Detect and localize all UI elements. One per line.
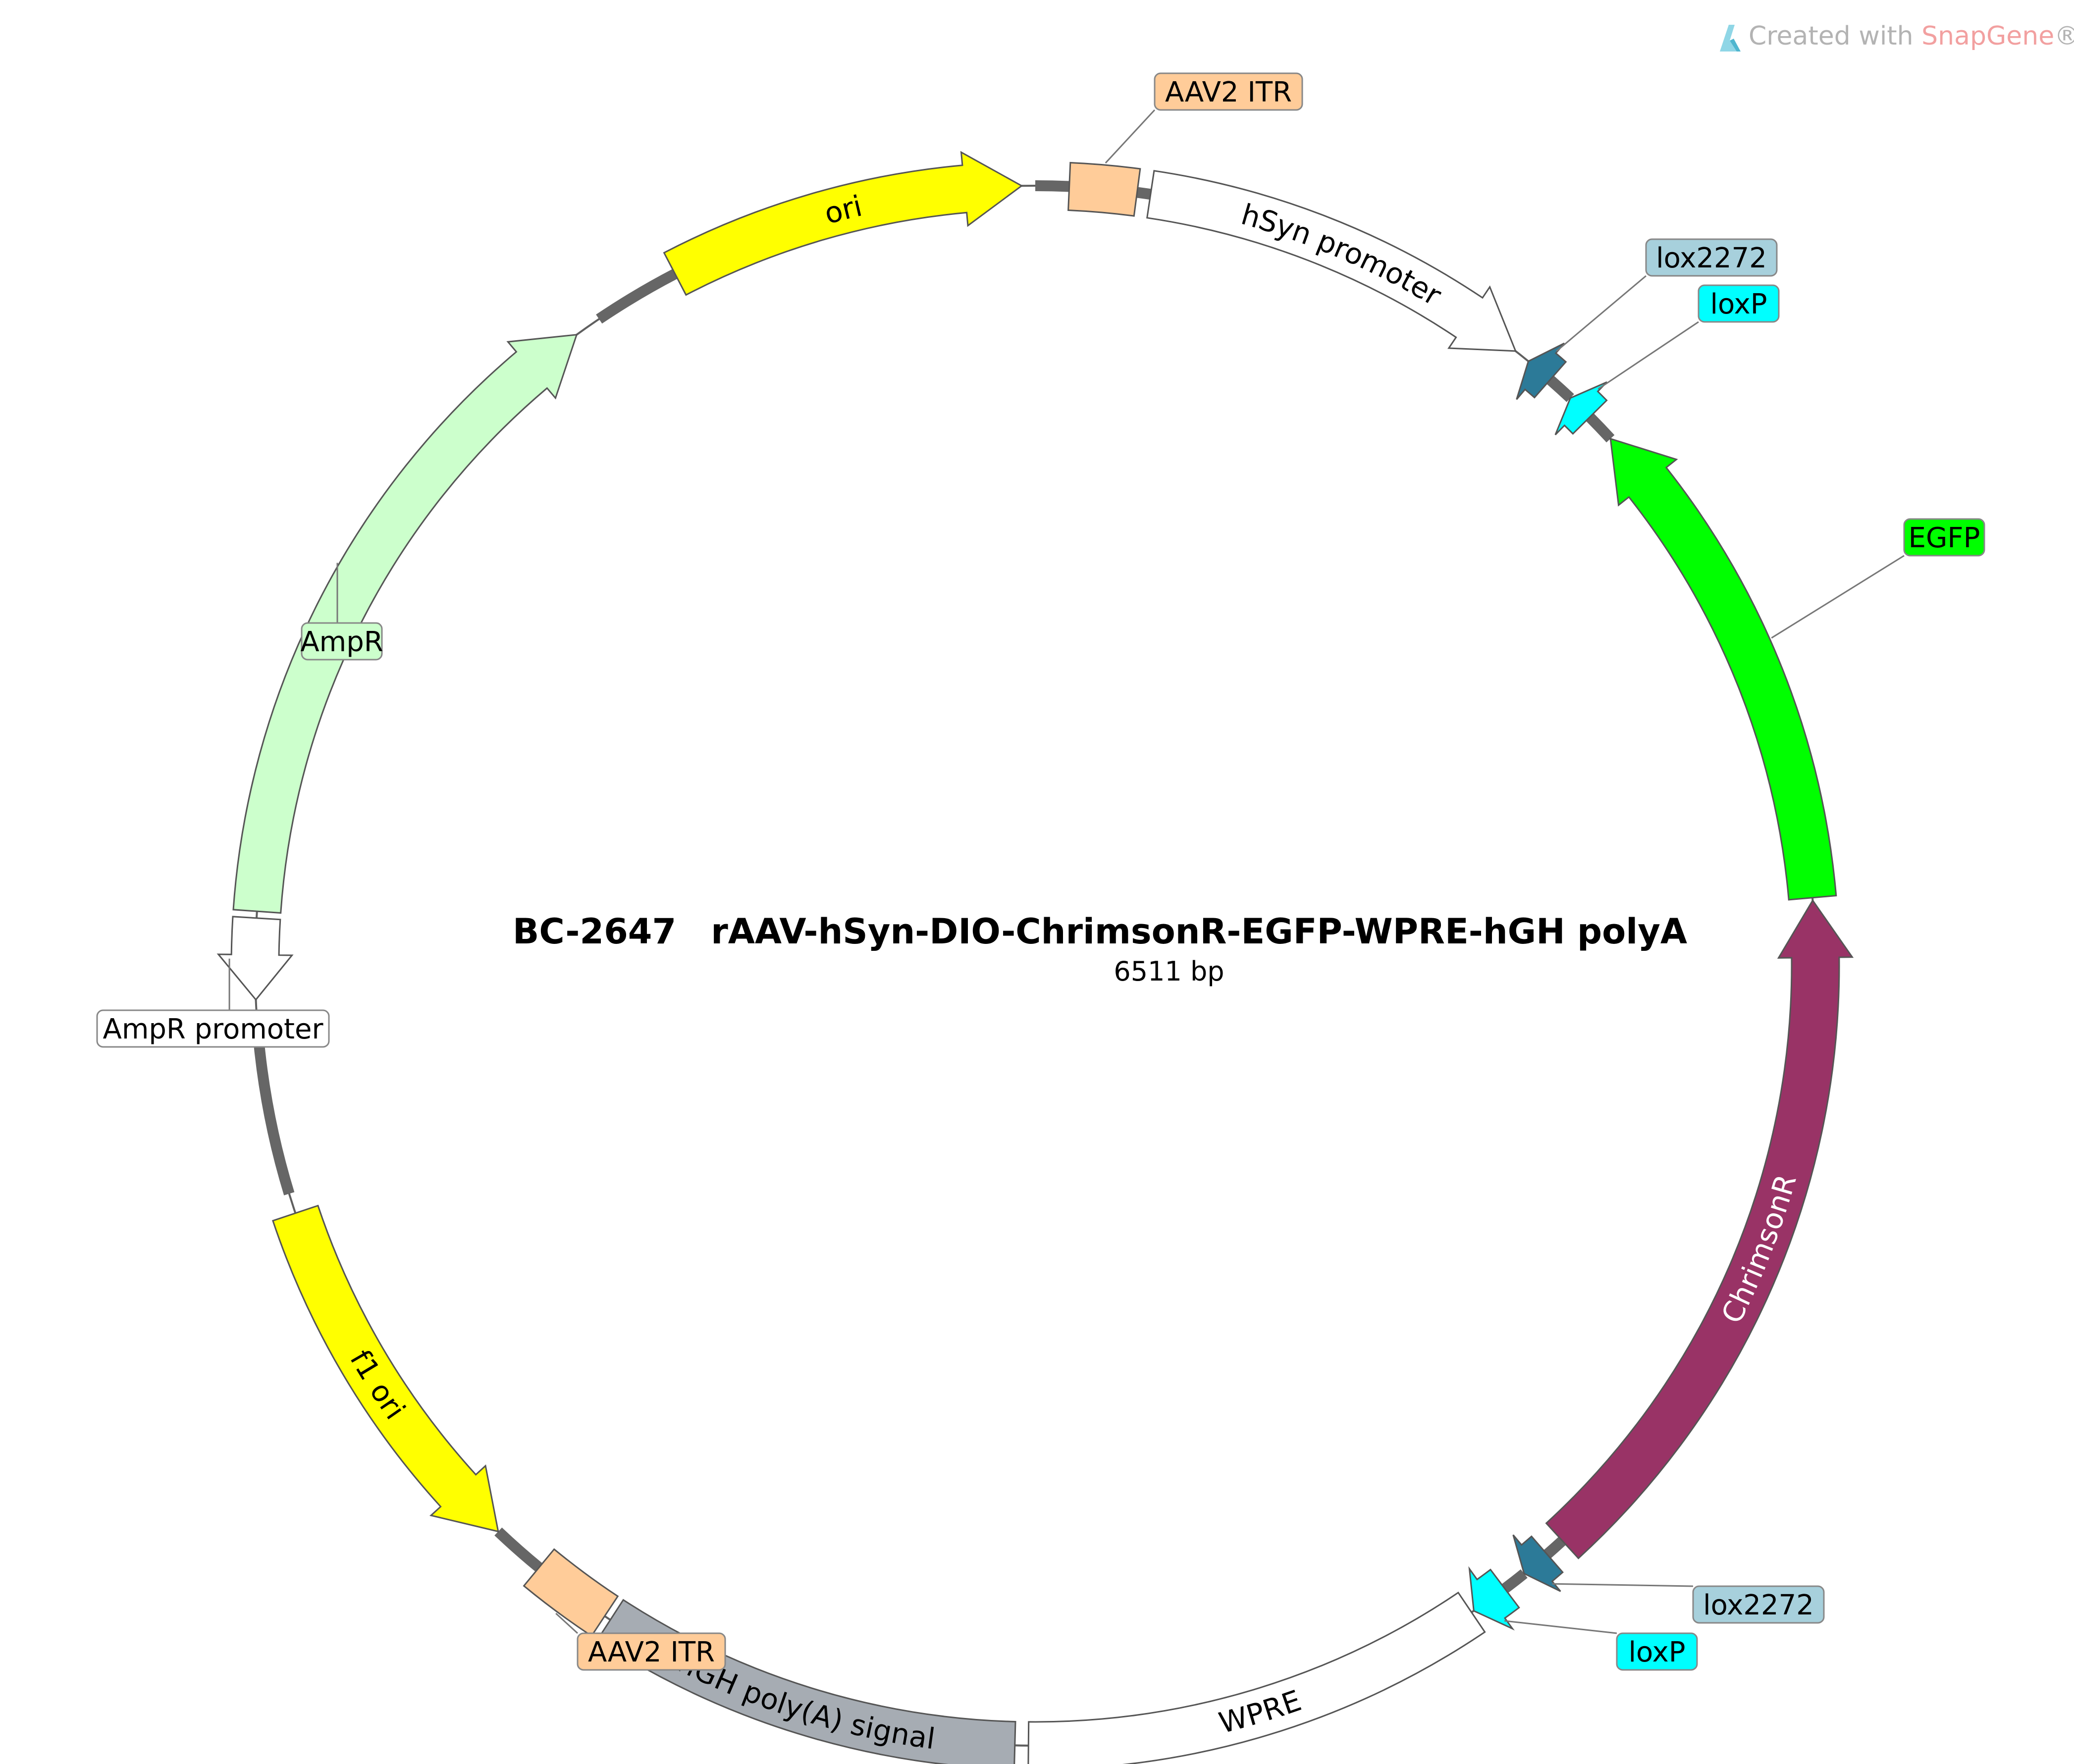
- feature-ampr[interactable]: [232, 334, 578, 914]
- backbone-spacer-segment: [253, 1033, 295, 1195]
- callout-leader-loxp-top: [1597, 321, 1699, 390]
- watermark-prefix: Created with: [1749, 21, 1921, 51]
- callout-lox2272-bottom[interactable]: lox2272: [1692, 1585, 1825, 1624]
- plasmid-id: BC-2647: [513, 911, 676, 952]
- callout-ampr-promoter-box: [96, 1009, 330, 1048]
- callout-loxp-top-box: [1698, 284, 1780, 323]
- callout-leader-egfp: [1771, 555, 1905, 639]
- callout-lox2272-top[interactable]: lox2272: [1645, 238, 1778, 277]
- feature-aav2-itr-bottom-shape[interactable]: [523, 1548, 619, 1637]
- callout-loxp-top-label: loxP: [1710, 288, 1767, 320]
- backbone-spacer-segment: [596, 269, 678, 324]
- feature-egfp[interactable]: [1609, 437, 1837, 901]
- callout-egfp[interactable]: EGFP: [1903, 518, 1985, 557]
- feature-lox2272-top-shape[interactable]: [1516, 342, 1567, 400]
- feature-ampr-promoter[interactable]: [216, 916, 294, 1001]
- callout-aav2-itr-top-label: AAV2 ITR: [1165, 76, 1292, 108]
- feature-loxp-top[interactable]: [1554, 381, 1608, 435]
- callout-ampr-label: AmpR: [300, 626, 383, 658]
- feature-wpre-shape[interactable]: [1027, 1591, 1486, 1764]
- callout-leader-lox2272-bottom: [1552, 1583, 1694, 1587]
- callout-lox2272-bottom-box: [1692, 1585, 1825, 1624]
- callout-loxp-bottom[interactable]: loxP: [1616, 1632, 1698, 1671]
- callout-ampr[interactable]: AmpR: [300, 622, 383, 661]
- feature-loxp-bottom[interactable]: [1468, 1566, 1520, 1631]
- feature-lox2272-bottom-shape[interactable]: [1512, 1534, 1564, 1592]
- callout-aav2-itr-top-box: [1154, 72, 1303, 111]
- feature-ampr-shape[interactable]: [232, 334, 578, 914]
- feature-chrimsonr[interactable]: ChrimsonR: [1545, 899, 1854, 1559]
- feature-hsyn-promoter[interactable]: hSyn promoter: [1146, 170, 1517, 352]
- callout-ampr-promoter-label: AmpR promoter: [103, 1013, 324, 1045]
- plasmid-size: 6511 bp: [1114, 956, 1224, 987]
- callout-loxp-bottom-label: loxP: [1628, 1636, 1685, 1668]
- callout-aav2-itr-bottom-box: [577, 1632, 726, 1671]
- watermark-brand: SnapGene: [1921, 21, 2054, 51]
- feature-chrimsonr-shape[interactable]: [1545, 899, 1854, 1559]
- backbone-spacer-segment: [1586, 413, 1615, 443]
- callout-lox2272-top-box: [1645, 238, 1778, 277]
- snapgene-watermark: Created with SnapGene®: [1720, 21, 2074, 52]
- backbone-spacer-segment: [1546, 375, 1574, 402]
- callout-aav2-itr-bottom-label: AAV2 ITR: [588, 1636, 715, 1668]
- snapgene-logo-icon: [1720, 25, 1741, 52]
- feature-loxp-top-shape[interactable]: [1554, 381, 1608, 435]
- feature-ori-shape[interactable]: [663, 151, 1023, 296]
- feature-hgh-polya-shape[interactable]: [596, 1599, 1016, 1764]
- callout-leader-lox2272-top: [1556, 275, 1647, 352]
- feature-ori[interactable]: ori: [663, 151, 1023, 296]
- feature-aav2-itr-top-shape[interactable]: [1067, 161, 1141, 217]
- callout-loxp-top[interactable]: loxP: [1698, 284, 1780, 323]
- callout-ampr-promoter[interactable]: AmpR promoter: [96, 1009, 330, 1048]
- backbone-spacer-segment: [1136, 187, 1152, 200]
- feature-f1-ori[interactable]: f1 ori: [272, 1204, 499, 1533]
- feature-hgh-polya[interactable]: hGH poly(A) signal: [596, 1599, 1016, 1764]
- callout-leader-aav2-itr-bottom: [555, 1612, 579, 1634]
- feature-lox2272-top[interactable]: [1516, 342, 1567, 400]
- backbone-spacer-segment: [494, 1527, 543, 1572]
- callout-lox2272-top-label: lox2272: [1656, 242, 1767, 274]
- callout-aav2-itr-top[interactable]: AAV2 ITR: [1154, 72, 1303, 111]
- feature-wpre[interactable]: WPRE: [1027, 1591, 1486, 1764]
- feature-egfp-shape[interactable]: [1609, 437, 1837, 901]
- feature-hsyn-promoter-label: hSyn promoter: [1238, 198, 1447, 312]
- plasmid-title: BC-2647 rAAV-hSyn-DIO-ChrimsonR-EGFP-WPRE…: [513, 911, 1687, 952]
- callout-loxp-bottom-box: [1616, 1632, 1698, 1671]
- feature-hsyn-promoter-shape[interactable]: [1146, 170, 1517, 352]
- backbone-spacer-segment: [1501, 1569, 1528, 1593]
- callout-lox2272-bottom-label: lox2272: [1703, 1589, 1814, 1621]
- backbone-spacer-segment: [1035, 180, 1070, 192]
- plasmid-name: rAAV-hSyn-DIO-ChrimsonR-EGFP-WPRE-hGH po…: [711, 911, 1687, 952]
- backbone-spacer-segment: [1543, 1537, 1566, 1559]
- callout-layer: AAV2 ITR lox2272 loxP EGFP lox2272 loxP AAV2 I…: [96, 72, 1985, 1671]
- callout-ampr-box: [301, 622, 383, 661]
- callout-egfp-box: [1903, 518, 1985, 557]
- feature-ampr-promoter-shape[interactable]: [216, 916, 294, 1001]
- watermark-suffix: ®: [2054, 21, 2074, 51]
- feature-aav2-itr-bottom[interactable]: [523, 1548, 619, 1637]
- callout-egfp-label: EGFP: [1909, 522, 1980, 554]
- feature-aav2-itr-top[interactable]: [1067, 161, 1141, 217]
- backbone-spacers: [253, 180, 1615, 1593]
- feature-lox2272-bottom[interactable]: [1512, 1534, 1564, 1592]
- callout-aav2-itr-bottom[interactable]: AAV2 ITR: [577, 1632, 726, 1671]
- callout-leader-loxp-bottom: [1504, 1620, 1617, 1634]
- feature-f1-ori-shape[interactable]: [272, 1204, 499, 1533]
- svg-text:Created with SnapGene®: Created with SnapGene®: [1749, 21, 2074, 51]
- callout-leader-aav2-itr-top: [1105, 109, 1156, 164]
- feature-loxp-bottom-shape[interactable]: [1468, 1566, 1520, 1631]
